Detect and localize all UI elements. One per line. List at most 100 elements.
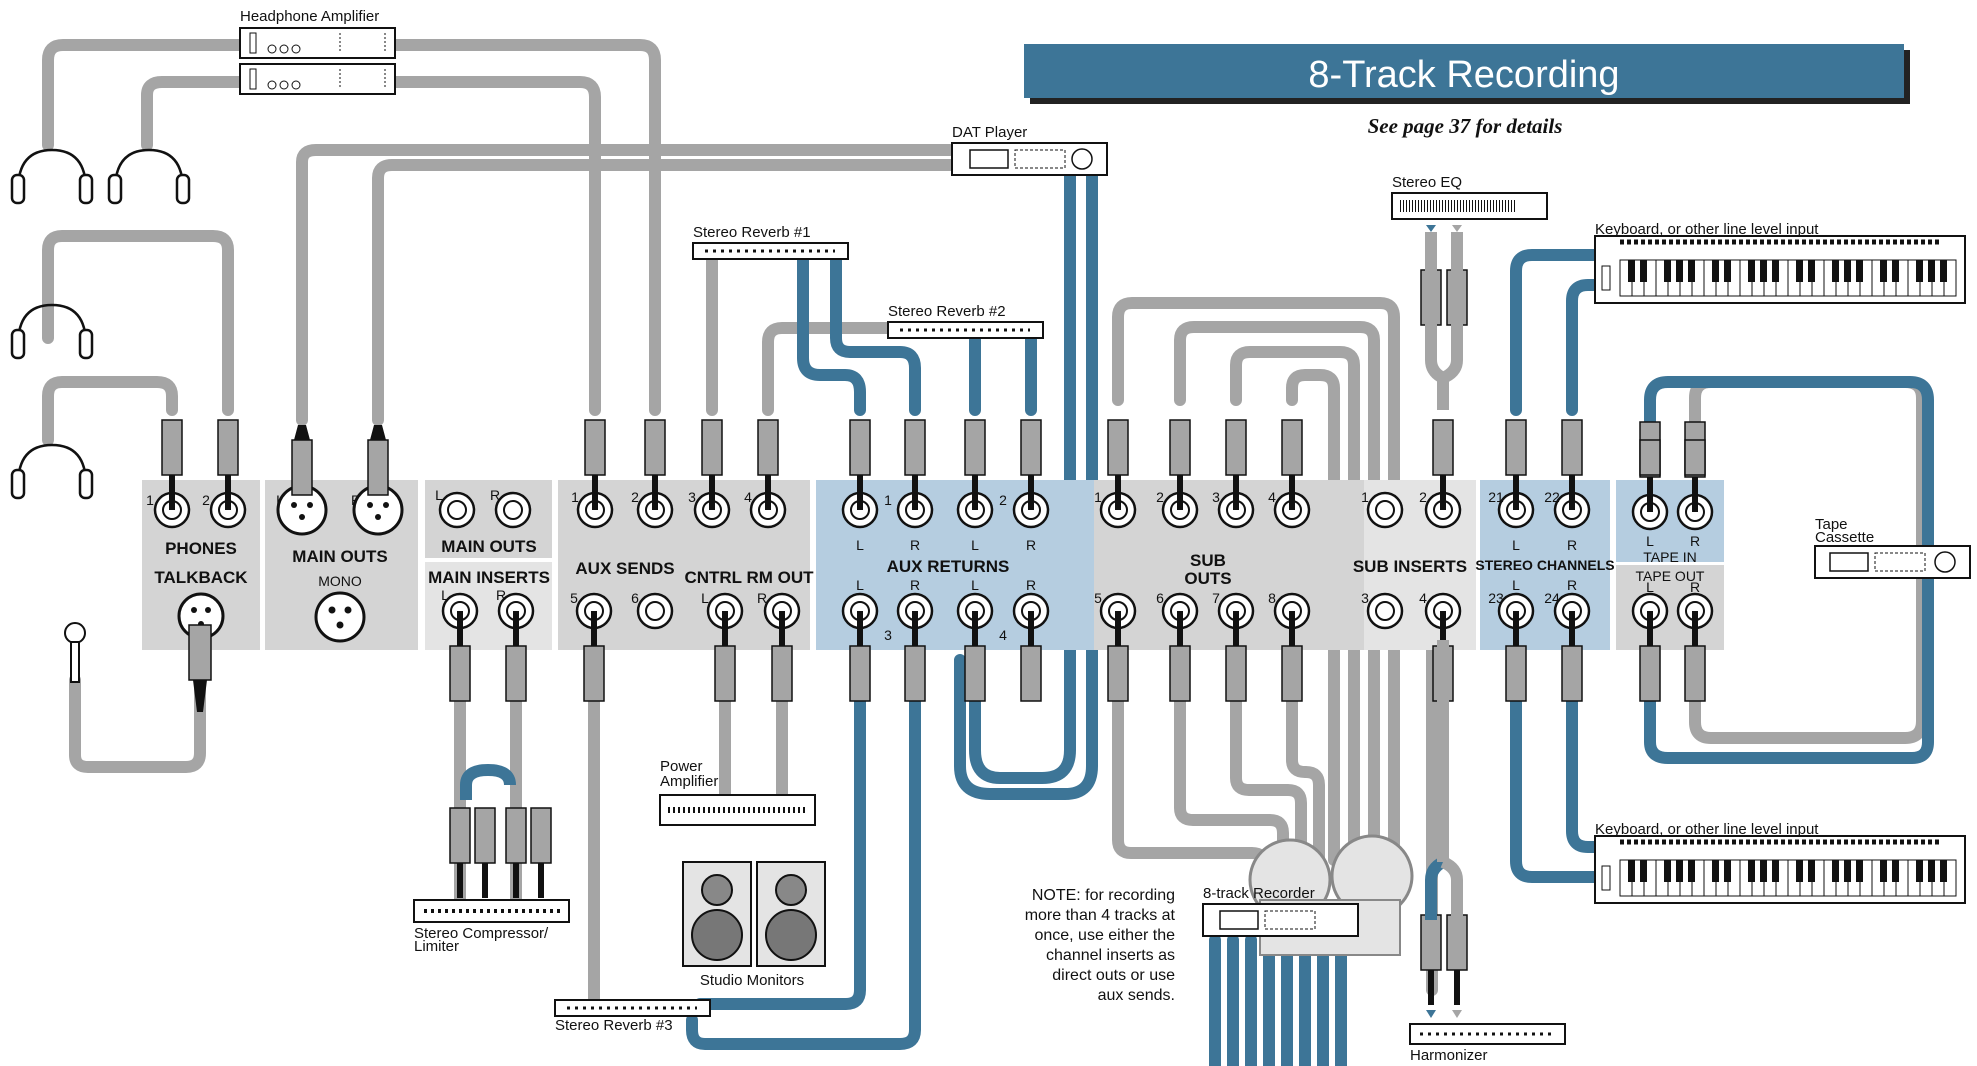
label-reverb-1: Stereo Reverb #1	[693, 224, 811, 241]
jack-label: 3	[688, 489, 696, 505]
headphones-icon	[10, 443, 94, 500]
headphone-amplifier: Headphone Amplifier	[239, 8, 396, 95]
note-line: aux sends.	[1098, 987, 1175, 1004]
black-key	[1880, 860, 1887, 882]
label-main-outs: MAIN OUTS	[441, 537, 536, 556]
black-key	[1796, 860, 1803, 882]
black-key	[1772, 860, 1779, 882]
jack-label: L	[1512, 577, 1520, 593]
plug	[583, 611, 605, 702]
label-tape-2: Cassette	[1815, 529, 1874, 546]
plug	[1107, 419, 1129, 510]
label-power-amp-2: Amplifier	[660, 773, 718, 790]
plug	[449, 611, 471, 702]
jack-label: R	[1690, 579, 1700, 595]
plug	[474, 807, 496, 898]
jack-label: 22	[1544, 489, 1560, 505]
note-line: once, use either the	[1034, 927, 1175, 944]
pitch-wheel	[1601, 865, 1611, 891]
label-stereo-channels: STEREO CHANNELS	[1475, 557, 1614, 573]
black-key	[1664, 260, 1671, 282]
plug	[217, 419, 239, 510]
label-keyboard-top: Keyboard, or other line level input	[1595, 221, 1819, 238]
label-stereo-eq: Stereo EQ	[1392, 174, 1462, 191]
stereo-reverb-2: Stereo Reverb #2	[887, 303, 1044, 339]
main-out-jack	[494, 491, 532, 529]
headphones-icon	[10, 148, 94, 205]
jack-label: L	[856, 537, 864, 553]
sub-insert-jack	[1366, 491, 1404, 529]
plug	[701, 419, 723, 510]
note-line: NOTE: for recording	[1032, 887, 1175, 904]
jack-label: 4	[1419, 590, 1427, 606]
plug	[849, 611, 871, 702]
studio-monitors: Studio Monitors	[682, 861, 826, 989]
pitch-wheel	[1601, 265, 1611, 291]
jack-label: 3	[1361, 590, 1369, 606]
jack-label: L	[435, 487, 443, 503]
microphone-icon	[64, 622, 86, 683]
black-key	[1880, 260, 1887, 282]
label-studio-monitors: Studio Monitors	[700, 972, 804, 989]
black-key	[1808, 260, 1815, 282]
label-cntrl-rm-out: CNTRL RM OUT	[684, 568, 814, 587]
insert-cables	[460, 232, 1463, 920]
label-power-amp-1: Power	[660, 758, 703, 775]
plug	[505, 611, 527, 702]
label-reverb-2: Stereo Reverb #2	[888, 303, 1006, 320]
jack-label: L	[441, 587, 449, 603]
keyboard-top: Keyboard, or other line level input	[1594, 221, 1966, 304]
plug	[1684, 611, 1706, 702]
black-key	[1844, 860, 1851, 882]
sub-insert-jack	[1366, 592, 1404, 630]
plug	[1225, 611, 1247, 702]
black-key	[1724, 260, 1731, 282]
stereo-eq: Stereo EQ	[1391, 174, 1548, 232]
label-talkback: TALKBACK	[154, 568, 248, 587]
jack-label: 2	[1419, 489, 1427, 505]
label-dat-player: DAT Player	[952, 124, 1027, 141]
plug	[505, 807, 527, 898]
black-key	[1640, 860, 1647, 882]
black-key	[1664, 860, 1671, 882]
plug	[1225, 419, 1247, 510]
plug	[771, 611, 793, 702]
keyboard-bottom: Keyboard, or other line level input	[1594, 821, 1966, 904]
black-key	[1916, 860, 1923, 882]
jack-label: L	[1646, 533, 1654, 549]
black-key	[1796, 260, 1803, 282]
jack-label: 2	[631, 489, 639, 505]
jack-label: 8	[1268, 590, 1276, 606]
jack-label: 23	[1488, 590, 1504, 606]
black-key	[1928, 260, 1935, 282]
jack-label: 4	[1268, 489, 1276, 505]
jack-label: 7	[1212, 590, 1220, 606]
jack-label: 3	[884, 627, 892, 643]
black-key	[1676, 860, 1683, 882]
jack-label: 2	[999, 492, 1007, 508]
label-recorder: 8-track Recorder	[1203, 885, 1315, 902]
black-key	[1640, 260, 1647, 282]
label-sub: SUB	[1190, 551, 1226, 570]
tape-cassette: Tape Cassette	[1814, 516, 1971, 579]
black-key	[1892, 260, 1899, 282]
stereo-compressor-limiter: Stereo Compressor/ Limiter	[413, 899, 570, 955]
jack-label: L	[1512, 537, 1520, 553]
black-key	[1892, 860, 1899, 882]
plug	[904, 611, 926, 702]
black-key	[1832, 260, 1839, 282]
jack-layer	[153, 491, 1714, 630]
black-key	[1760, 260, 1767, 282]
jack-label: 3	[1212, 489, 1220, 505]
jack-label: 24	[1544, 590, 1560, 606]
plug	[1505, 419, 1527, 510]
dat-player: DAT Player	[951, 124, 1108, 176]
jack-label: R	[1567, 537, 1577, 553]
jack-label: R	[1690, 533, 1700, 549]
jack-label: 1	[1094, 489, 1102, 505]
jack-label: 5	[570, 590, 578, 606]
plug	[1020, 611, 1042, 702]
jack-label: 6	[631, 590, 639, 606]
recording-note: NOTE: for recording more than 4 tracks a…	[1025, 887, 1176, 1004]
